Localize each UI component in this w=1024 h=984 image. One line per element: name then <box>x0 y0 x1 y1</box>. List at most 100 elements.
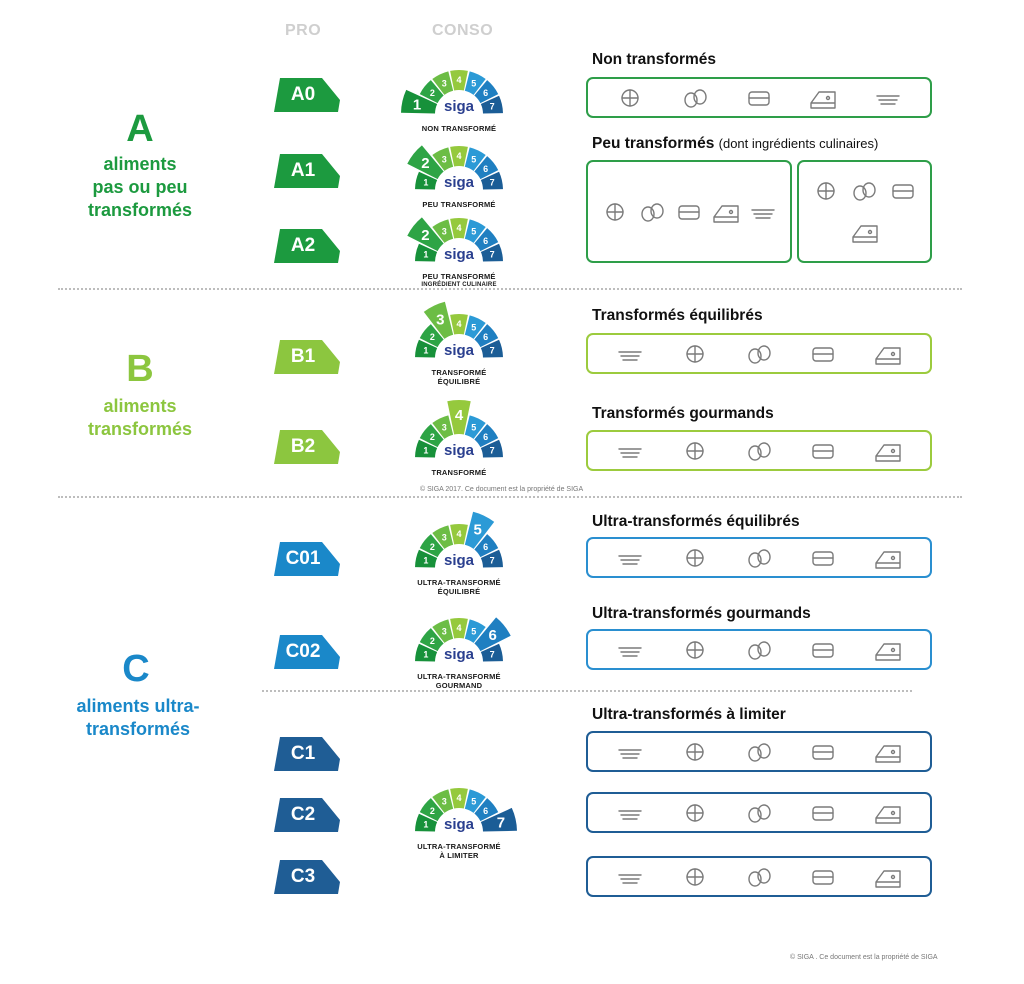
gauge-number-3: 3 <box>442 226 447 236</box>
gauge-number-1: 1 <box>423 177 428 187</box>
pro-badge-shape <box>274 798 340 832</box>
gauge-number-5: 5 <box>471 626 476 636</box>
gauge-hub <box>436 239 482 262</box>
gauge-segment-4 <box>447 400 471 435</box>
center-copyright: © SIGA 2017. Ce document est la propriét… <box>420 486 584 493</box>
gauge-number-2: 2 <box>421 227 429 244</box>
gauge-segment-6 <box>474 424 499 448</box>
gauge-segment-7 <box>480 807 517 832</box>
gauge-number-6: 6 <box>483 164 488 174</box>
gauge-number-4: 4 <box>456 793 461 803</box>
cheese-icon <box>873 341 903 367</box>
gauge-number-3: 3 <box>442 626 447 636</box>
gauge-number-5: 5 <box>471 226 476 236</box>
gauge-segment-2 <box>419 534 444 558</box>
box-non-transformes <box>586 77 932 118</box>
pro-badge-c01: C01 <box>272 540 342 578</box>
milk-carton-icon <box>808 545 838 571</box>
separator-c0-c <box>262 690 912 692</box>
gauge-segment-7 <box>480 439 503 458</box>
gauge-hub <box>436 167 482 190</box>
box-ultra-limiter-1 <box>586 731 932 772</box>
gauge-number-2: 2 <box>430 542 435 552</box>
gauge-hub <box>436 435 482 458</box>
pro-badge-c3: C3 <box>272 858 342 896</box>
gauge-number-1: 1 <box>423 345 428 355</box>
bottom-copyright: © SIGA . Ce document est la propriété de… <box>790 954 938 961</box>
gauge-number-6: 6 <box>483 236 488 246</box>
gauge-number-3: 3 <box>442 154 447 164</box>
pro-badge-code: C01 <box>285 548 321 569</box>
category-title-ultra-equilibres: Ultra-transformés équilibrés <box>592 513 800 530</box>
pro-badge-c02: C02 <box>272 633 342 671</box>
cereal-box-icon <box>744 864 774 890</box>
gauge-segment-6 <box>474 156 499 180</box>
gauge-segment-5 <box>464 619 486 643</box>
fish-soup-icon <box>680 438 710 464</box>
gauge-segment-6 <box>474 324 499 348</box>
gauge-segment-7 <box>480 643 503 662</box>
gauge-number-4: 4 <box>456 623 461 633</box>
pro-badge-shape <box>274 78 340 112</box>
gauge-caption-line2: INGRÉDIENT CULINAIRE <box>421 282 497 288</box>
gauge-segment-6 <box>474 80 499 104</box>
microwave-meal-icon <box>680 864 710 890</box>
box-ingredients-culinaires <box>797 160 932 263</box>
gauge-number-4: 4 <box>456 223 461 233</box>
pizza-slice-icon <box>744 637 774 663</box>
gauge-segment-2 <box>419 798 444 822</box>
canned-food-icon <box>680 341 710 367</box>
gauge-segment-6 <box>474 617 511 652</box>
honey-jar-icon <box>873 85 903 111</box>
gauge-caption: NON TRANSFORMÉ <box>421 124 497 133</box>
oil-bottle-icon <box>850 219 880 245</box>
gauge-caption: ULTRA-TRANSFORMÉ <box>417 578 501 587</box>
pro-badge-shape <box>274 737 340 771</box>
gauge-caption: TRANSFORMÉ <box>431 368 487 377</box>
gauge-segment-5 <box>464 315 486 339</box>
gauge-hub <box>436 335 482 358</box>
pro-badge-code: A2 <box>290 235 316 256</box>
sauce-jar-icon <box>615 545 645 571</box>
gauge-segment-1 <box>415 813 438 832</box>
group-a-line1: aliments <box>103 154 177 174</box>
pro-badge-code: A0 <box>290 84 316 105</box>
gauge-number-3: 3 <box>442 422 447 432</box>
category-title-ultra-limiter: Ultra-transformés à limiter <box>592 706 786 723</box>
pancakes-icon <box>744 438 774 464</box>
gauge-caption: TRANSFORMÉ <box>431 468 487 477</box>
group-a-label: aliments pas ou peu transformés <box>50 153 230 222</box>
siga-logo: siga <box>444 98 475 115</box>
shrimp-icon <box>680 637 710 663</box>
gauge-number-7: 7 <box>497 814 505 831</box>
box-ultra-equilibres <box>586 537 932 578</box>
pro-column-header: PRO <box>285 22 322 39</box>
gauge-number-7: 7 <box>490 649 495 659</box>
gauge-segment-4 <box>450 788 468 809</box>
gauge-caption-line2: ÉQUILIBRÉ <box>437 377 481 386</box>
gauge-number-4: 4 <box>456 319 461 329</box>
gauge-segment-7 <box>480 549 503 568</box>
gauge-number-5: 5 <box>471 796 476 806</box>
candy-icon <box>615 800 645 826</box>
gauge-segment-1 <box>415 643 438 662</box>
pot-icon <box>637 199 667 225</box>
pro-badge-shape <box>274 635 340 669</box>
juice-box-icon <box>615 637 645 663</box>
gauge-number-2: 2 <box>421 155 429 172</box>
gauge-segment-1 <box>415 549 438 568</box>
gauge-number-4: 4 <box>456 151 461 161</box>
category-title-ultra-gourmands: Ultra-transformés gourmands <box>592 605 811 622</box>
gauge-segment-2 <box>419 424 444 448</box>
group-b-letter: B <box>126 348 154 390</box>
gauge-segment-1 <box>401 89 438 114</box>
pro-badge-c1: C1 <box>272 735 342 773</box>
gauge-number-1: 1 <box>423 249 428 259</box>
gauge-caption-line2: ÉQUILIBRÉ <box>437 587 481 596</box>
gauge-segment-2 <box>419 80 444 104</box>
pro-badge-shape <box>274 154 340 188</box>
box-transformes-equilibres <box>586 333 932 374</box>
pro-badge-code: C2 <box>290 804 316 825</box>
